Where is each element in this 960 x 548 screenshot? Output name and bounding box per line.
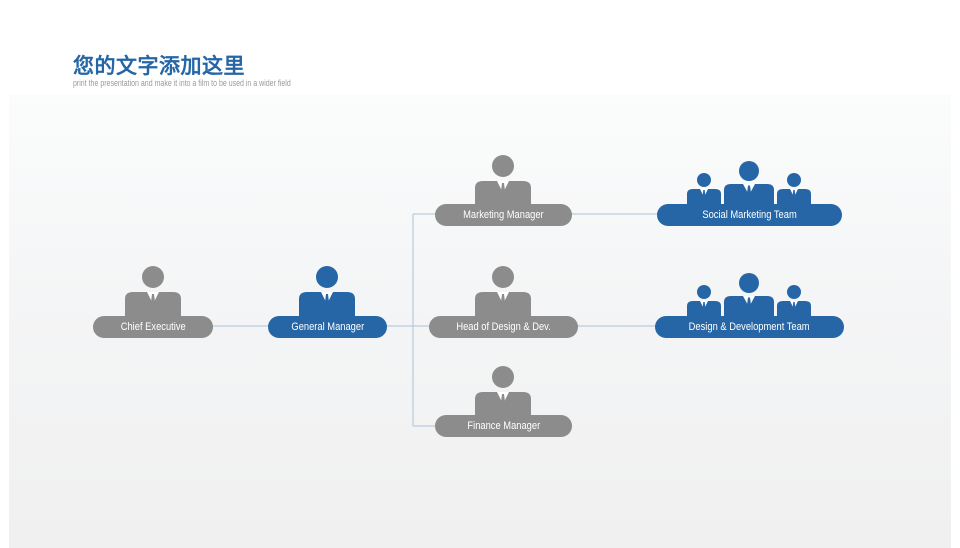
page-subtitle: print the presentation and make it into … <box>73 78 291 88</box>
node-marketing-manager: Marketing Manager <box>435 155 572 227</box>
team-icon <box>687 161 811 204</box>
node-label: Social Marketing Team <box>657 204 842 226</box>
node-chief-executive: Chief Executive <box>93 266 213 338</box>
team-icon <box>687 273 811 316</box>
node-design-dev-team: Design & Development Team <box>655 272 844 338</box>
person-icon <box>475 155 531 205</box>
person-icon <box>475 266 531 316</box>
node-label: General Manager <box>268 316 387 338</box>
node-social-marketing-team: Social Marketing Team <box>657 161 842 227</box>
node-label: Finance Manager <box>435 415 572 437</box>
node-label: Marketing Manager <box>435 204 572 226</box>
page-title: 您的文字添加这里 <box>73 54 245 78</box>
node-general-manager: General Manager <box>268 266 387 338</box>
node-label: Chief Executive <box>93 316 213 338</box>
person-icon <box>475 366 531 416</box>
node-finance-manager: Finance Manager <box>435 366 572 438</box>
node-label: Design & Development Team <box>655 316 844 338</box>
person-icon <box>299 266 355 316</box>
person-icon <box>125 266 181 316</box>
node-label: Head of Design & Dev. <box>429 316 578 338</box>
node-head-design: Head of Design & Dev. <box>429 266 578 338</box>
